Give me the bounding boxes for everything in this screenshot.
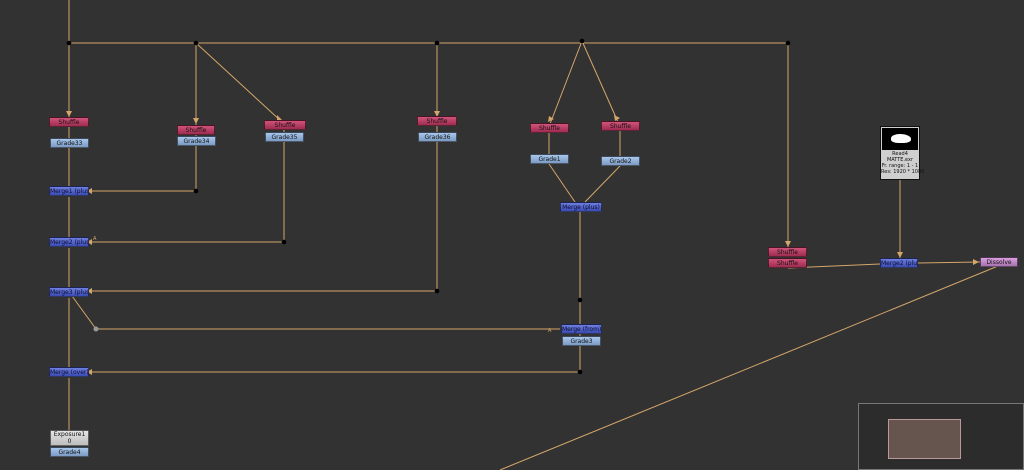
merge-from-node[interactable]: Merge (from) (561, 324, 602, 334)
read-file: MATTE.exr (886, 157, 914, 163)
pipe-label-a: A (548, 328, 552, 334)
graph-minimap[interactable] (858, 403, 1024, 470)
read4-node[interactable]: Read4 MATTE.exr Fr. range: 1 - 1 Res: 19… (880, 126, 925, 180)
merge-over-node[interactable]: Merge (over) (49, 367, 89, 377)
read-res: Res: 1920 * 1080 (881, 169, 925, 175)
grade2-node[interactable]: Grade2 (601, 156, 640, 166)
minimap-viewport[interactable] (888, 419, 961, 459)
shuffle-node[interactable]: Shuffle (768, 258, 807, 268)
shuffle-node[interactable]: Shuffle (530, 123, 569, 133)
shuffle-node[interactable]: Shuffle (768, 247, 807, 257)
grade33-node[interactable]: Grade33 (50, 138, 89, 148)
merge-node[interactable]: Merge3 (plus) (49, 287, 89, 297)
grade4-node[interactable]: Grade4 (50, 447, 89, 457)
merge-node[interactable]: Merge2 (plus) (49, 237, 89, 247)
shuffle-node[interactable]: Shuffle (264, 120, 306, 130)
merge-node[interactable]: Merge1 (plus) (49, 186, 89, 196)
pipe-label-a: A (93, 236, 97, 242)
shuffle-node[interactable]: Shuffle (49, 117, 89, 127)
dissolve-node[interactable]: Dissolve (980, 257, 1018, 267)
grade3-node[interactable]: Grade3 (562, 336, 601, 346)
exposure-value: 0 (67, 438, 72, 445)
grade34-node[interactable]: Grade34 (177, 136, 216, 146)
merge-node[interactable]: Merge2 (plus) (880, 258, 918, 268)
grade1-node[interactable]: Grade1 (530, 154, 569, 164)
merge-node[interactable]: Merge (plus) (560, 202, 602, 212)
read-range: Fr. range: 1 - 1 (881, 163, 919, 169)
shuffle-node[interactable]: Shuffle (417, 116, 457, 126)
exposure1-node[interactable]: Exposure1 0 (50, 430, 89, 446)
shuffle-node[interactable]: Shuffle (601, 121, 640, 131)
thumbnail-image (882, 128, 918, 150)
read-name: Read4 (892, 151, 908, 157)
exposure-label: Exposure1 (53, 431, 86, 438)
shuffle-node[interactable]: Shuffle (177, 125, 215, 135)
grade36-node[interactable]: Grade36 (418, 132, 457, 142)
grade35-node[interactable]: Grade35 (265, 132, 304, 142)
